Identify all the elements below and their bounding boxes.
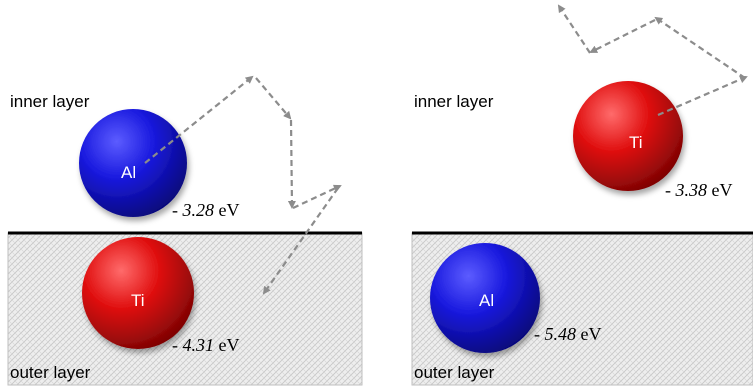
path-arrow	[287, 119, 296, 209]
path-arrow	[654, 16, 746, 79]
path-arrow	[262, 187, 339, 295]
outer-layer-label: outer layer	[10, 363, 91, 382]
outer-layer-label: outer layer	[414, 363, 495, 382]
al-atom-inner: Al	[79, 109, 187, 217]
path-arrow	[292, 184, 342, 209]
inner-layer-label: inner layer	[414, 92, 494, 111]
ti-energy-label: - 3.38 eV	[665, 180, 733, 200]
ti-energy-label: - 4.31 eV	[172, 335, 240, 355]
diffusion-path-arrows	[557, 4, 748, 117]
al-atom-label: Al	[121, 163, 136, 182]
ti-atom-label: Ti	[629, 133, 643, 152]
path-arrow	[657, 75, 748, 117]
al-energy-label: - 3.28 eV	[172, 200, 240, 220]
diffusion-path-arrows	[144, 75, 342, 295]
path-arrow	[144, 75, 254, 164]
panel-right: inner layer outer layer Ti - 3.38 eV Al …	[411, 4, 753, 386]
ti-atom-outer: Ti	[82, 237, 194, 349]
al-atom-outer: Al	[430, 243, 540, 353]
ti-atom-label: Ti	[131, 291, 145, 310]
al-atom-label: Al	[479, 291, 494, 310]
al-energy-label: - 5.48 eV	[534, 324, 602, 344]
path-arrow	[255, 77, 292, 120]
ti-atom-inner: Ti	[573, 81, 683, 191]
panel-left: inner layer outer layer Al - 3.28 eV Ti …	[7, 75, 363, 386]
path-arrow	[557, 4, 591, 54]
path-arrow	[589, 19, 656, 53]
inner-layer-label: inner layer	[10, 92, 90, 111]
